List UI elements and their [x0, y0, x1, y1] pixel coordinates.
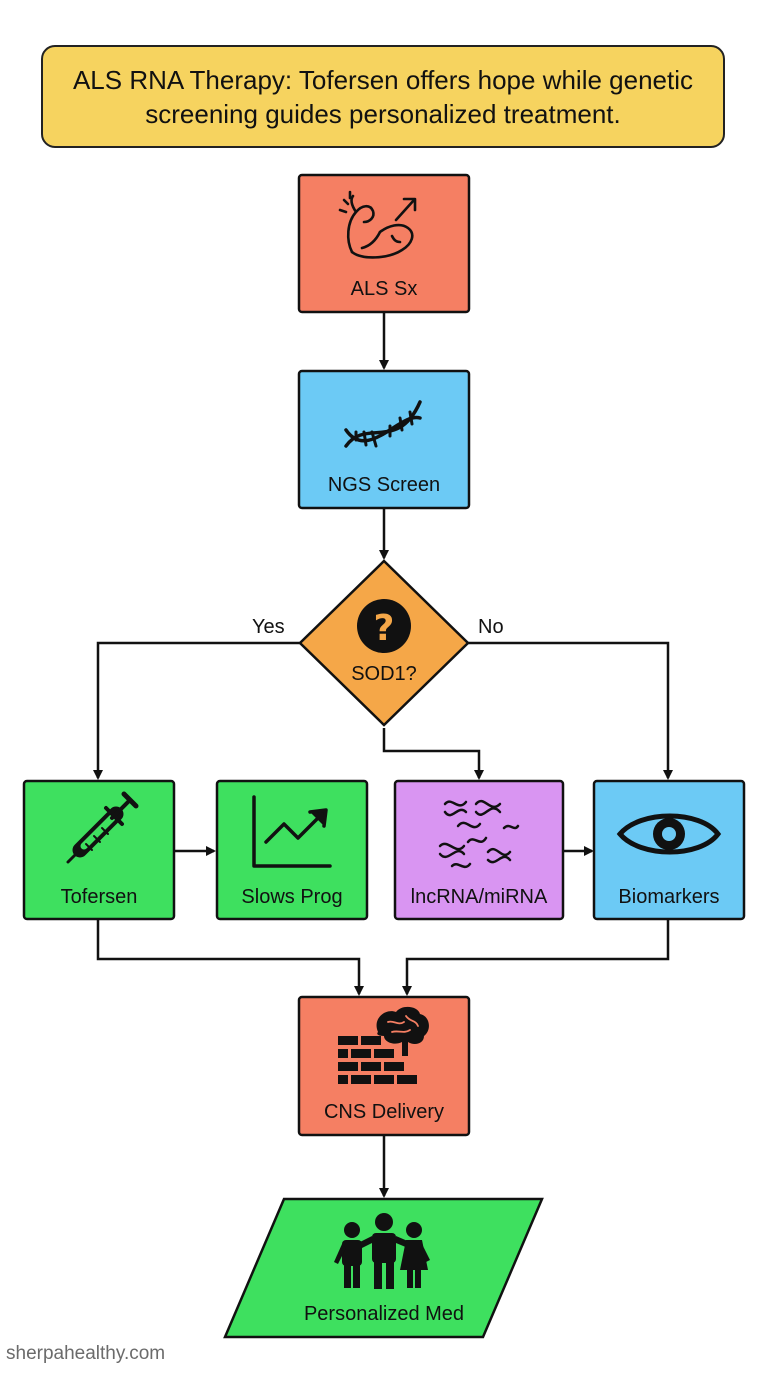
rna-strands-icon [438, 799, 520, 869]
page-title: ALS RNA Therapy: Tofersen offers hope wh… [41, 45, 725, 148]
branch-label-no: No [478, 616, 504, 638]
node-sod1-decision: ? SOD1? [298, 559, 470, 727]
node-label: CNS Delivery [324, 1101, 444, 1123]
node-label: ALS Sx [351, 278, 418, 300]
svg-text:?: ? [374, 608, 395, 649]
node-ngs-screen: NGS Screen [297, 369, 471, 510]
node-cns-delivery: CNS Delivery [297, 995, 471, 1137]
question-icon: ? [357, 599, 411, 653]
people-icon [334, 1213, 430, 1289]
branch-label-yes: Yes [252, 616, 285, 638]
syringe-icon [66, 791, 139, 864]
node-label: Biomarkers [618, 886, 719, 908]
eye-icon [616, 813, 722, 855]
node-label: Personalized Med [304, 1303, 464, 1325]
dna-icon [344, 400, 422, 448]
edge-sod1-to-lncrna [382, 728, 484, 780]
node-lncrna-mirna: lncRNA/miRNA [393, 779, 565, 921]
node-label: Tofersen [61, 886, 138, 908]
node-label: NGS Screen [328, 474, 440, 496]
node-label: SOD1? [351, 663, 417, 685]
edge-biomarkers-to-cns [402, 920, 670, 996]
node-personalized-med: Personalized Med [223, 1197, 544, 1339]
connectors [93, 312, 673, 1198]
node-label: Slows Prog [241, 886, 342, 908]
trend-chart-icon [252, 795, 332, 868]
edge-sod1-no-to-biomarkers [468, 641, 673, 780]
brain-wall-icon [338, 1006, 429, 1084]
node-tofersen: Tofersen [22, 779, 176, 921]
flexed-arm-icon [338, 190, 417, 259]
node-slows-prog: Slows Prog [215, 779, 369, 921]
edge-tofersen-to-cns [96, 920, 364, 996]
node-label: lncRNA/miRNA [411, 886, 548, 908]
node-als-sx: ALS Sx [297, 173, 471, 314]
node-biomarkers: Biomarkers [592, 779, 746, 921]
watermark: sherpahealthy.com [6, 1343, 166, 1364]
edge-sod1-yes-to-tofersen [93, 641, 300, 780]
